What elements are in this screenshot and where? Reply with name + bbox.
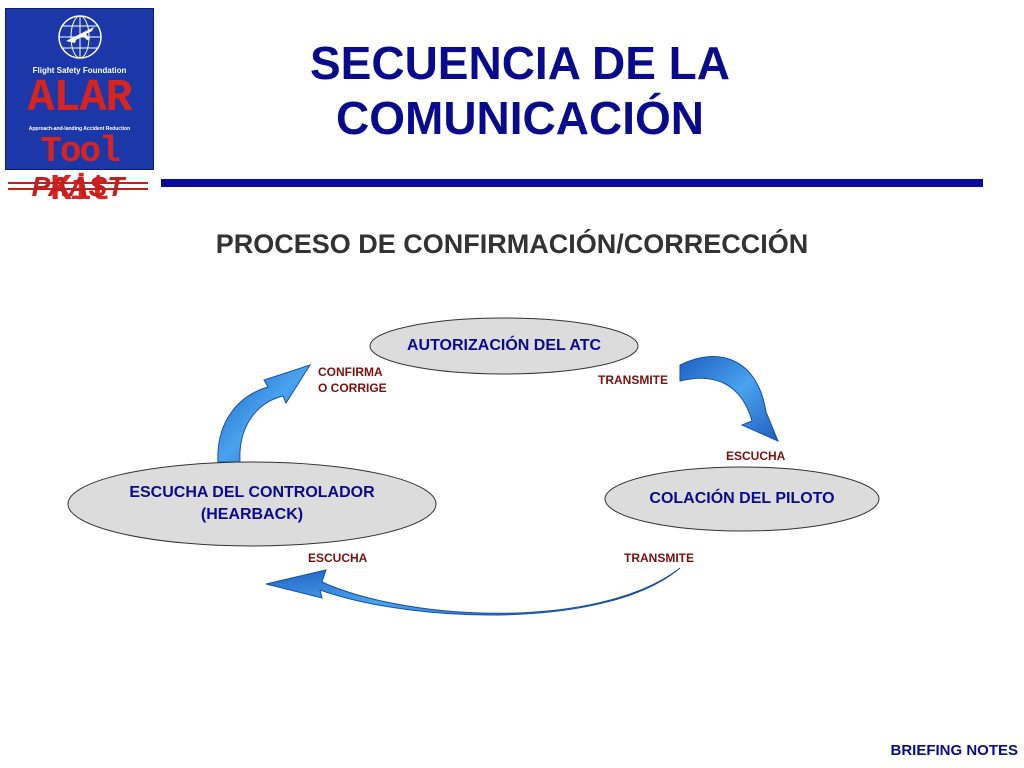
edge-label-controller-escucha: ESCUCHA [308,551,368,565]
paast-stripe-bottom [8,188,148,190]
title-line-1: SECUENCIA DE LA [310,37,730,89]
logo-alar-text: ALAR [27,73,132,124]
title-line-2: COMUNICACIÓN [336,92,704,144]
node-pilot-shape [604,466,880,532]
paast-mark: PAAST [8,172,148,202]
arrow-pilot-to-controller [265,567,681,616]
node-controller-text-line2: (HEARBACK) [200,506,304,523]
edge-label-confirma: CONFIRMA O CORRIGE [318,364,387,396]
arrow-atc-to-pilot [679,356,779,442]
logo-org-name: Flight Safety Foundation [32,66,127,75]
edge-label-pilot-transmite: TRANSMITE [624,551,694,565]
paast-stripe-top [8,182,148,184]
node-atc-shape [369,317,639,375]
logo-tagline: Approach-and-landing Accident Reduction [28,126,131,132]
node-controller-shape [67,461,437,547]
arrow-controller-to-atc [217,364,312,463]
node-controller-label: ESCUCHA DEL CONTROLADOR (HEARBACK) [68,478,436,530]
footer-briefing-notes: BRIEFING NOTES [890,742,1018,759]
alar-logo: Flight Safety Foundation ALAR Approach-a… [5,8,154,209]
node-pilot-text: COLACIÓN DEL PILOTO [649,490,835,507]
node-atc-text: AUTORIZACIÓN DEL ATC [406,337,602,354]
node-atc-label: AUTORIZACIÓN DEL ATC [370,330,638,362]
page-title: SECUENCIA DE LA COMUNICACIÓN [240,36,800,146]
node-controller-text-line1: ESCUCHA DEL CONTROLADOR [129,484,375,501]
edge-label-atc-transmite: TRANSMITE [598,373,668,387]
edge-label-pilot-escucha: ESCUCHA [726,449,786,463]
node-pilot-label: COLACIÓN DEL PILOTO [605,483,879,515]
globe-icon [58,15,102,59]
edge-label-confirma-line1: CONFIRMA [318,365,383,379]
edge-label-confirma-line2: O CORRIGE [318,381,387,395]
subtitle: PROCESO DE CONFIRMACIÓN/CORRECCIÓN [215,229,809,259]
paast-text: PAAST [31,171,125,202]
title-underline [161,179,983,187]
